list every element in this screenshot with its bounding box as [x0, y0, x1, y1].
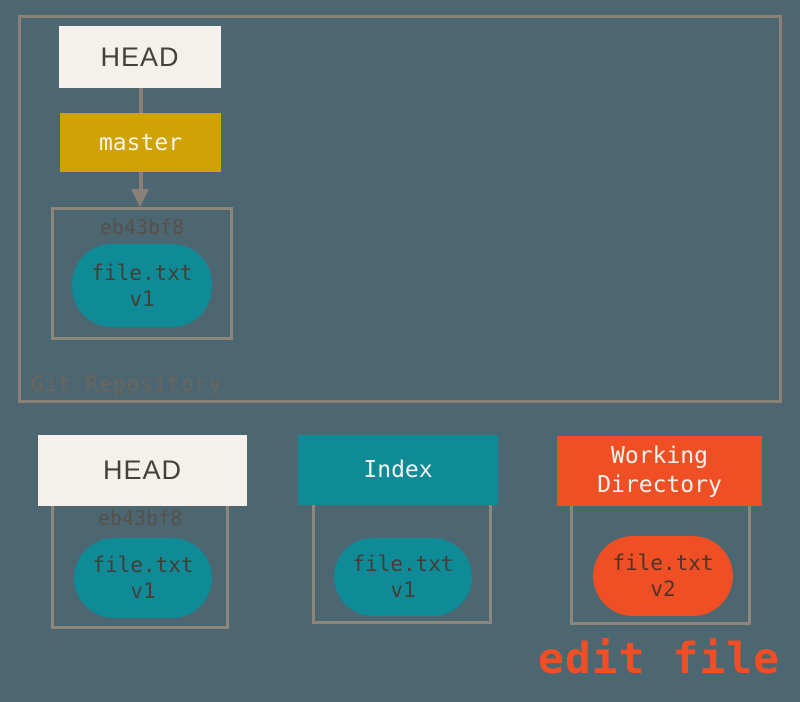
- arrowhead-down-icon: [131, 189, 149, 207]
- file-version: v1: [129, 286, 155, 311]
- file-version: v2: [650, 577, 676, 601]
- edit-file-annotation: edit file: [538, 634, 780, 684]
- file-name: file.txt: [92, 553, 194, 577]
- index-column-file-bubble: file.txt v1: [334, 538, 472, 616]
- file-name: file.txt: [612, 551, 714, 575]
- working-directory-file-bubble: file.txt v2: [593, 536, 733, 616]
- commit-hash: eb43bf8: [99, 215, 185, 239]
- column-header-index-label: Index: [363, 457, 433, 483]
- file-name: file.txt: [91, 260, 193, 285]
- file-version: v1: [390, 578, 416, 602]
- master-branch-box: master: [60, 113, 221, 172]
- git-repository-label: Git Repository: [31, 372, 223, 396]
- working-directory-file-box: file.txt v2: [570, 498, 751, 625]
- connector-head-to-master: [139, 88, 143, 113]
- head-column-file-bubble: file.txt v1: [74, 538, 212, 618]
- column-header-working-directory-label: Working Directory: [597, 443, 722, 498]
- column-header-index: Index: [298, 435, 498, 505]
- head-ref-box: HEAD: [59, 26, 221, 88]
- head-ref-label: HEAD: [100, 41, 180, 72]
- file-version: v1: [130, 579, 156, 603]
- column-header-working-directory: Working Directory: [557, 436, 762, 506]
- git-repository-container: Git Repository: [18, 15, 782, 403]
- head-column-commit-hash: eb43bf8: [97, 506, 183, 530]
- head-column-file-box: eb43bf8 file.txt v1: [51, 498, 229, 629]
- connector-master-to-commit: [139, 172, 143, 190]
- column-header-head: HEAD: [38, 435, 247, 506]
- commit-file-bubble: file.txt v1: [72, 244, 212, 327]
- index-column-file-box: file.txt v1: [312, 498, 492, 624]
- master-branch-label: master: [98, 129, 183, 156]
- file-name: file.txt: [352, 552, 454, 576]
- column-header-head-label: HEAD: [102, 455, 182, 485]
- commit-snapshot-box: eb43bf8 file.txt v1: [51, 207, 233, 340]
